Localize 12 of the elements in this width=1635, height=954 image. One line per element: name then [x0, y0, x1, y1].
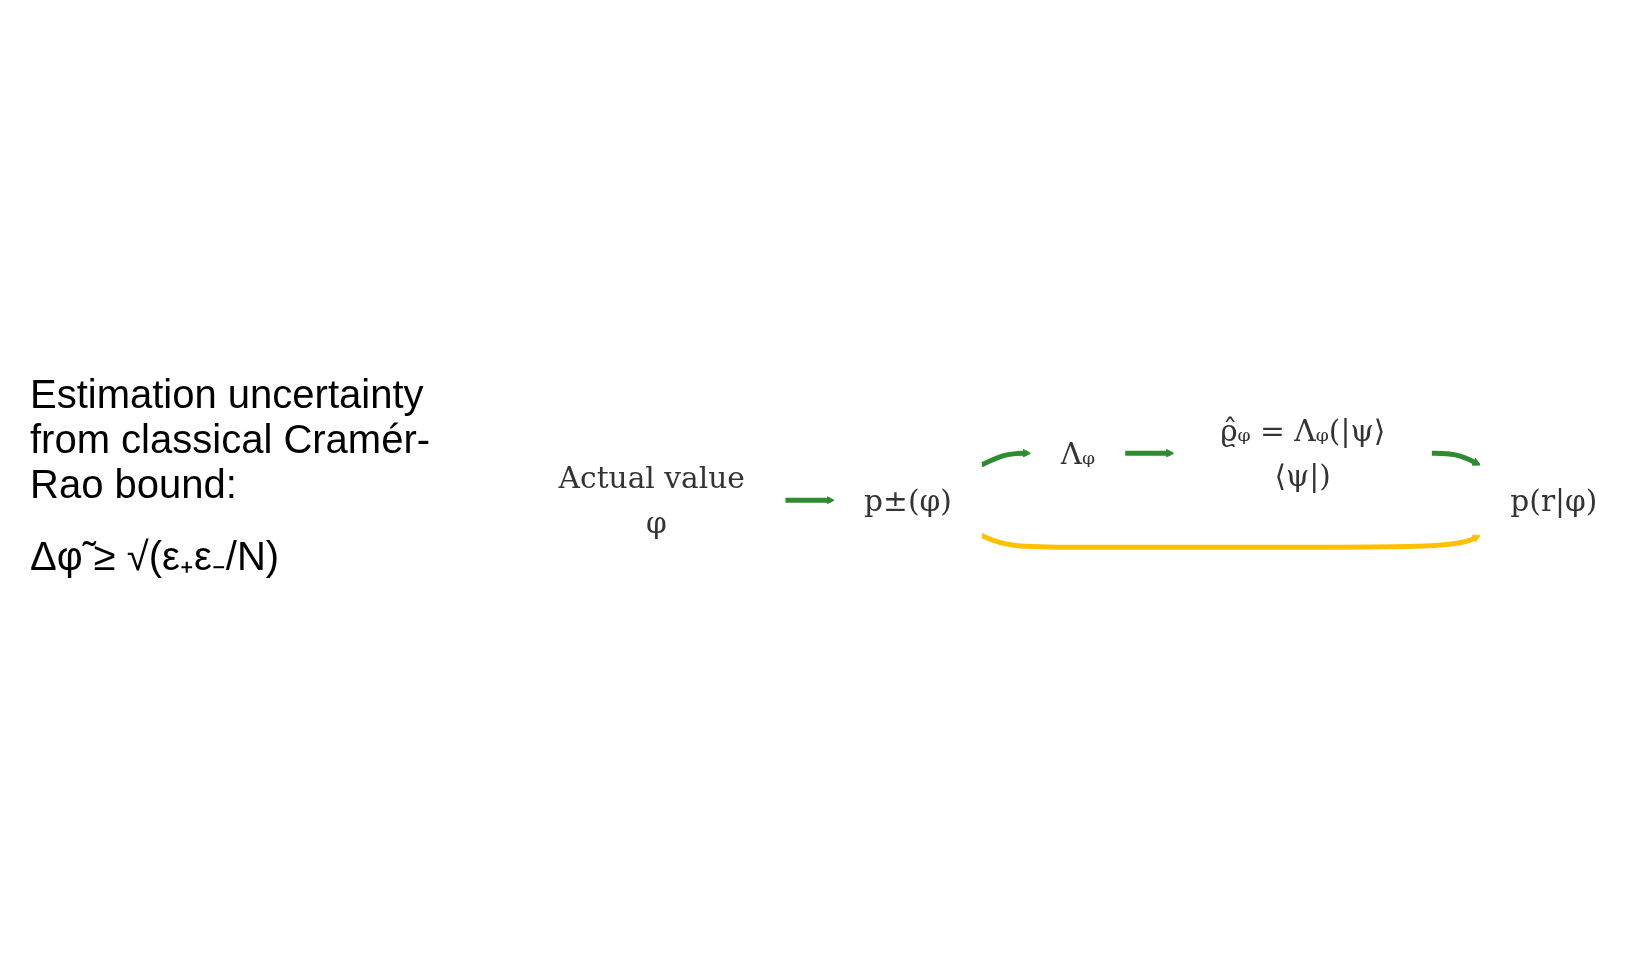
arrow: [785, 496, 835, 505]
node-text: Actual value φ: [558, 460, 745, 541]
node-text: ϱ̂ᵩ = Λᵩ(|ψ⟩⟨ψ|): [1220, 413, 1386, 494]
node-text: p±(φ): [864, 483, 952, 518]
note-text: Δφ̃ ≥ √(ε₊ε₋/N): [30, 533, 281, 580]
note-text: Estimation uncertainty from classical Cramér-Rao bound:: [30, 372, 432, 507]
arrow: [980, 449, 1032, 468]
arrow: [1124, 449, 1175, 458]
node-text: Λᵩ: [1060, 436, 1096, 471]
arrow: [1431, 451, 1482, 466]
node-text: p(r|φ): [1510, 483, 1598, 518]
arrow: [980, 533, 1482, 550]
